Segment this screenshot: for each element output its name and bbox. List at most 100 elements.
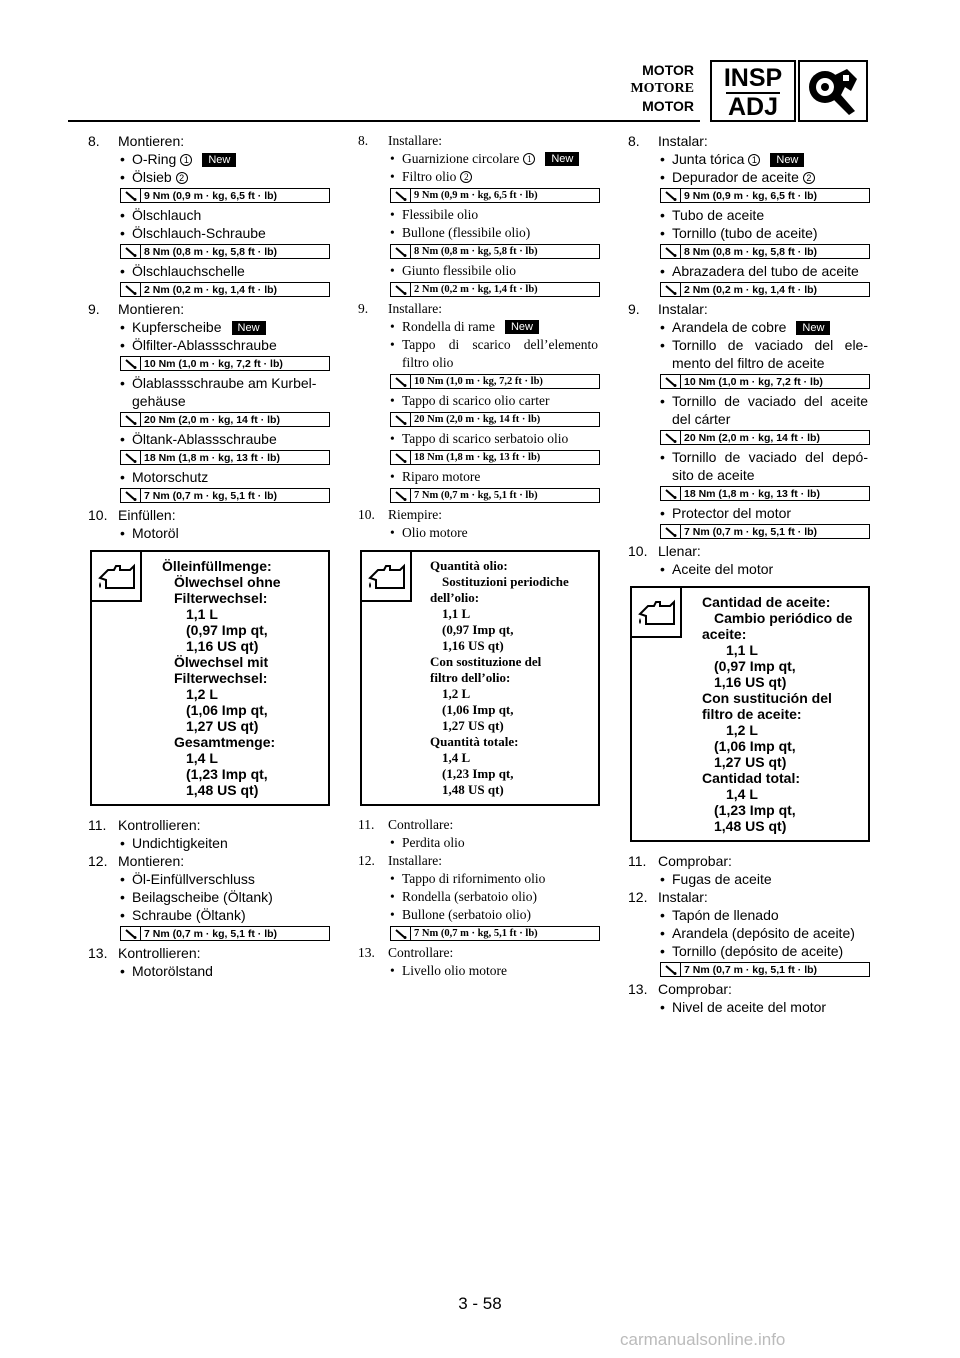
step-10: 10.Einfüllen: bbox=[88, 507, 176, 523]
oil-can-icon bbox=[92, 552, 142, 602]
torque-wrench-icon bbox=[121, 489, 141, 502]
torque-wrench-icon bbox=[121, 357, 141, 370]
insp-label: INSP bbox=[723, 64, 783, 92]
torque-spec: 10 Nm (1,0 m · kg, 7,2 ft · lb) bbox=[660, 374, 870, 389]
header-title-de: MOTOR bbox=[642, 62, 694, 78]
list-item: •Flessibile olio bbox=[390, 207, 479, 222]
step-13: 13.Comprobar: bbox=[628, 981, 732, 997]
torque-wrench-icon bbox=[391, 451, 411, 464]
torque-wrench-icon bbox=[661, 189, 681, 202]
list-item: •Schraube (Öltank) bbox=[120, 907, 246, 923]
step-9: 9.Installare: bbox=[358, 301, 442, 316]
list-item: •Livello olio motore bbox=[390, 963, 507, 978]
step-11: 11.Comprobar: bbox=[628, 853, 732, 869]
torque-wrench-icon bbox=[121, 189, 141, 202]
list-item: •Ölablassschraube am Kurbel- bbox=[120, 375, 317, 391]
torque-wrench-icon bbox=[661, 431, 681, 444]
insp-adj-badge: INSP ADJ bbox=[710, 60, 796, 122]
list-item: •Tappo di scarico serbatoio olio bbox=[390, 431, 569, 446]
list-item: •Tubo de aceite bbox=[660, 207, 765, 223]
list-item: •Olio motore bbox=[390, 525, 468, 540]
torque-spec: 9 Nm (0,9 m · kg, 6,5 ft · lb) bbox=[390, 188, 600, 203]
step-9: 9.Instalar: bbox=[628, 301, 708, 317]
torque-spec: 20 Nm (2,0 m · kg, 14 ft · lb) bbox=[660, 430, 870, 445]
torque-spec: 7 Nm (0,7 m · kg, 5,1 ft · lb) bbox=[390, 926, 600, 941]
wrench-inspect-icon bbox=[798, 60, 868, 122]
torque-wrench-icon bbox=[661, 283, 681, 296]
torque-spec: 20 Nm (2,0 m · kg, 14 ft · lb) bbox=[390, 412, 600, 427]
new-badge: New bbox=[231, 321, 266, 335]
oil-can-icon bbox=[362, 552, 412, 602]
new-badge: New bbox=[770, 153, 805, 167]
step-13: 13.Kontrollieren: bbox=[88, 945, 201, 961]
torque-wrench-icon bbox=[661, 963, 681, 976]
torque-wrench-icon bbox=[391, 245, 411, 258]
list-item: •Tappo di scarico dell’elemento bbox=[390, 337, 598, 352]
torque-spec: 7 Nm (0,7 m · kg, 5,1 ft · lb) bbox=[660, 962, 870, 977]
list-item: •Undichtigkeiten bbox=[120, 835, 228, 851]
list-item: •Tappo di rifornimento olio bbox=[390, 871, 546, 886]
torque-spec: 8 Nm (0,8 m · kg, 5,8 ft · lb) bbox=[660, 244, 870, 259]
torque-wrench-icon bbox=[391, 927, 411, 940]
step-9: 9.Montieren: bbox=[88, 301, 185, 317]
torque-spec: 10 Nm (1,0 m · kg, 7,2 ft · lb) bbox=[120, 356, 330, 371]
list-item: •Motorschutz bbox=[120, 469, 209, 485]
step-8: 8.Instalar: bbox=[628, 133, 708, 149]
list-item: •Tornillo (tubo de aceite) bbox=[660, 225, 818, 241]
step-8: 8.Installare: bbox=[358, 133, 442, 148]
torque-spec: 9 Nm (0,9 m · kg, 6,5 ft · lb) bbox=[660, 188, 870, 203]
torque-wrench-icon bbox=[391, 189, 411, 202]
list-item: •Protector del motor bbox=[660, 505, 792, 521]
list-item: •Ölschlauchschelle bbox=[120, 263, 245, 279]
new-badge: New bbox=[545, 152, 580, 166]
header-rule bbox=[68, 120, 700, 122]
list-item-cont: gehäuse bbox=[132, 393, 186, 409]
torque-wrench-icon bbox=[661, 375, 681, 388]
list-item: •Perdita olio bbox=[390, 835, 465, 850]
list-item: •Arandela (depósito de aceite) bbox=[660, 925, 855, 941]
ref-1-icon: 1 bbox=[180, 154, 193, 166]
list-item: •Bullone (serbatoio olio) bbox=[390, 907, 531, 922]
ref-1-icon: 1 bbox=[523, 153, 536, 165]
list-item: •Abrazadera del tubo de aceite bbox=[660, 263, 859, 279]
torque-spec: 2 Nm (0,2 m · kg, 1,4 ft · lb) bbox=[660, 282, 870, 297]
torque-wrench-icon bbox=[121, 283, 141, 296]
torque-wrench-icon bbox=[121, 927, 141, 940]
torque-spec: 7 Nm (0,7 m · kg, 5,1 ft · lb) bbox=[390, 488, 600, 503]
ref-2-icon: 2 bbox=[175, 172, 188, 184]
torque-wrench-icon bbox=[391, 413, 411, 426]
torque-wrench-icon bbox=[661, 525, 681, 538]
list-item-cont: sito de aceite bbox=[672, 467, 755, 483]
ref-2-icon: 2 bbox=[802, 172, 815, 184]
list-item: •Riparo motore bbox=[390, 469, 481, 484]
torque-wrench-icon bbox=[121, 413, 141, 426]
list-item: •Öl-Einfüllverschluss bbox=[120, 871, 255, 887]
step-10: 10.Llenar: bbox=[628, 543, 701, 559]
torque-wrench-icon bbox=[391, 283, 411, 296]
list-item: •Rondella (serbatoio olio) bbox=[390, 889, 537, 904]
step-12: 12.Instalar: bbox=[628, 889, 708, 905]
step-10: 10.Riempire: bbox=[358, 507, 442, 522]
page-number: 3 - 58 bbox=[458, 1294, 502, 1313]
torque-wrench-icon bbox=[121, 245, 141, 258]
new-badge: New bbox=[504, 320, 539, 334]
ref-2-icon: 2 bbox=[460, 171, 473, 183]
list-item: •Tornillo de vaciado del aceite bbox=[660, 393, 868, 409]
list-item: •Tornillo de vaciado del depó- bbox=[660, 449, 868, 465]
list-item: •Öltank-Ablassschraube bbox=[120, 431, 277, 447]
list-item: •Nivel de aceite del motor bbox=[660, 999, 827, 1015]
torque-spec: 9 Nm (0,9 m · kg, 6,5 ft · lb) bbox=[120, 188, 330, 203]
list-item: •Beilagscheibe (Öltank) bbox=[120, 889, 273, 905]
step-13: 13.Controllare: bbox=[358, 945, 454, 960]
